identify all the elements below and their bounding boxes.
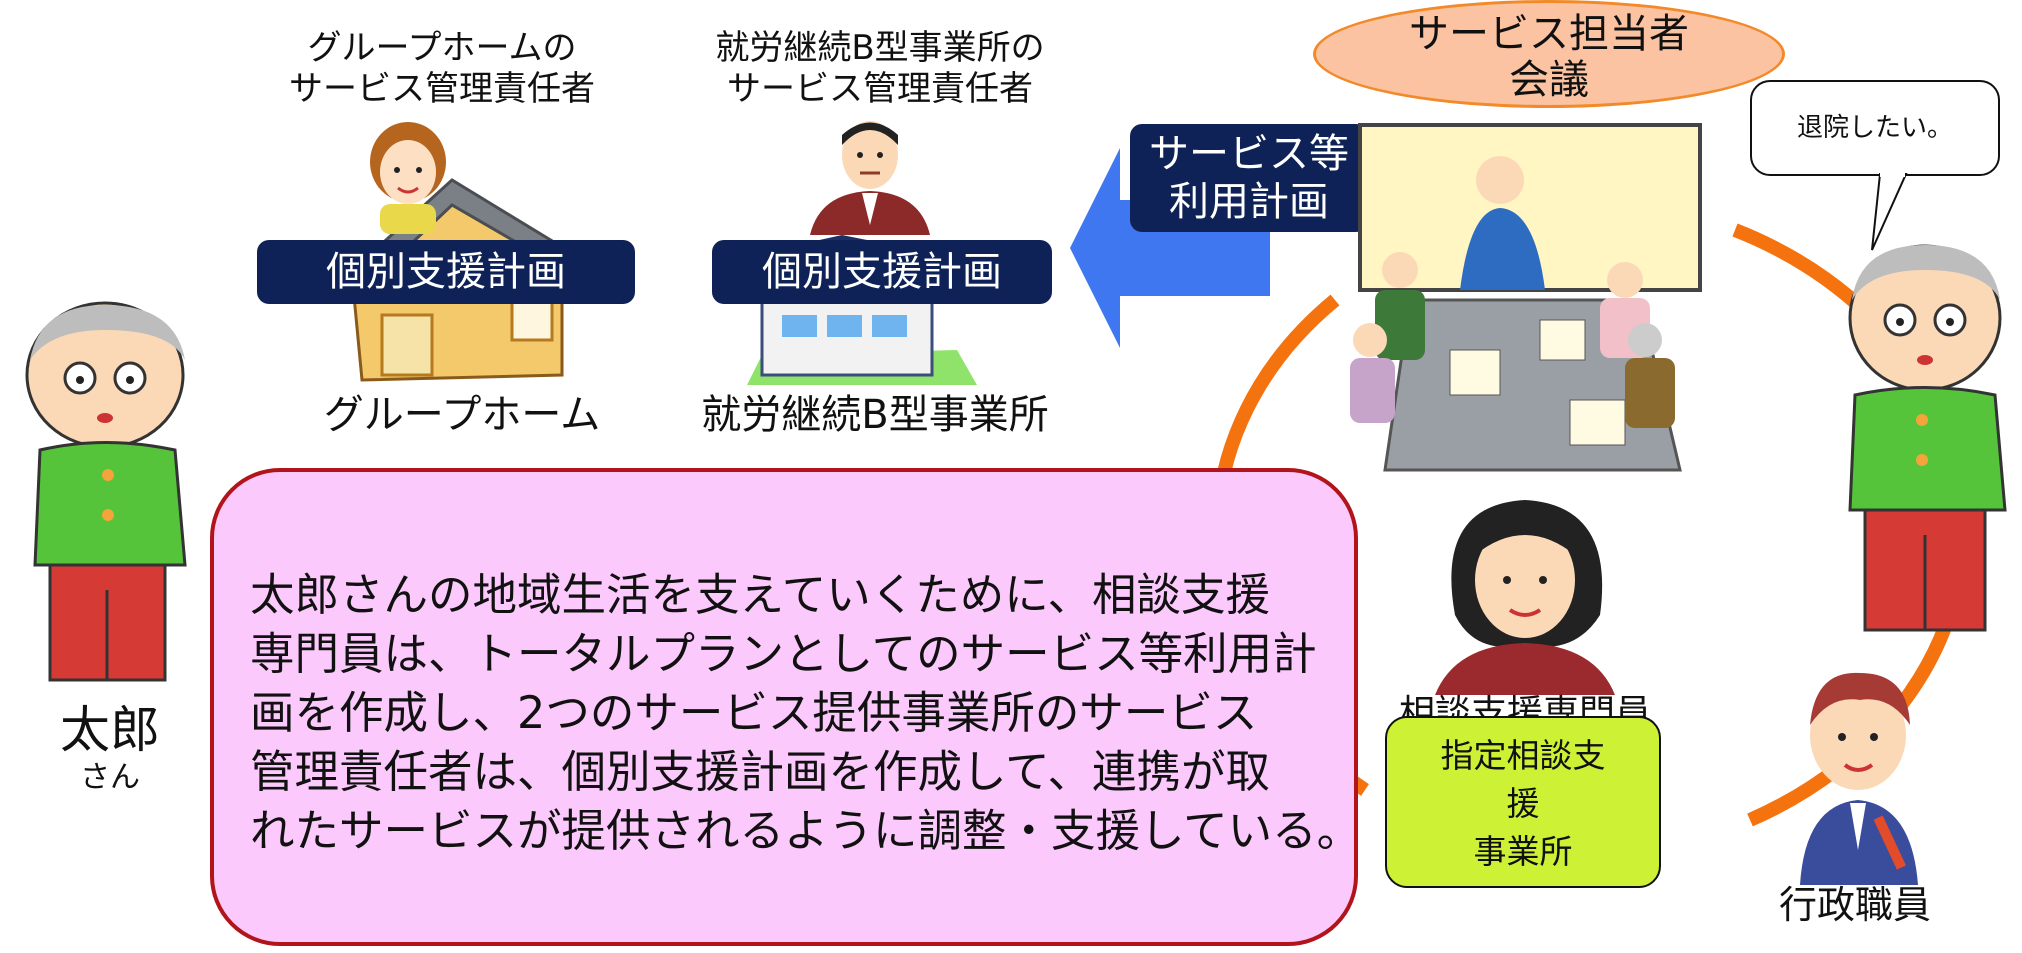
blue-arrow-left-icon	[1070, 148, 1270, 348]
official-man-icon	[1800, 672, 1918, 885]
man-manager-icon	[810, 121, 930, 235]
summary-text: 太郎さんの地域生活を支えていくために、相談支援 専門員は、トータルプランとしての…	[250, 570, 1362, 857]
work-plan-label: 個別支援計画	[712, 240, 1052, 304]
gh-plan-label: 個別支援計画	[257, 240, 635, 304]
service-plan-label: サービス等 利用計画	[1130, 124, 1368, 232]
gh-manager-caption: グループホームの サービス管理責任者	[289, 28, 595, 109]
elderly-man-left-icon	[25, 301, 187, 682]
elderly-man-right-icon	[1848, 244, 2007, 632]
taro-honorific: さん	[80, 760, 140, 795]
work-caption: 就労継続B型事業所	[701, 392, 1049, 438]
designated-agency-box: 指定相談支 援 事業所	[1385, 716, 1661, 888]
meeting-illustration-icon	[1350, 123, 1702, 472]
taro-name: 太郎	[60, 701, 160, 759]
official-caption: 行政職員	[1778, 883, 1931, 927]
speech-tail	[1871, 173, 1908, 251]
speech-bubble: 退院したい。	[1750, 80, 2000, 176]
council-label: サービス担当者 会議	[1313, 0, 1785, 108]
work-manager-caption: 就労継続B型事業所の サービス管理責任者	[715, 28, 1045, 109]
consultant-woman-icon	[1435, 500, 1615, 695]
gh-caption: グループホーム	[323, 392, 601, 438]
woman-manager-icon	[370, 122, 446, 234]
summary-bubble	[210, 468, 1358, 946]
